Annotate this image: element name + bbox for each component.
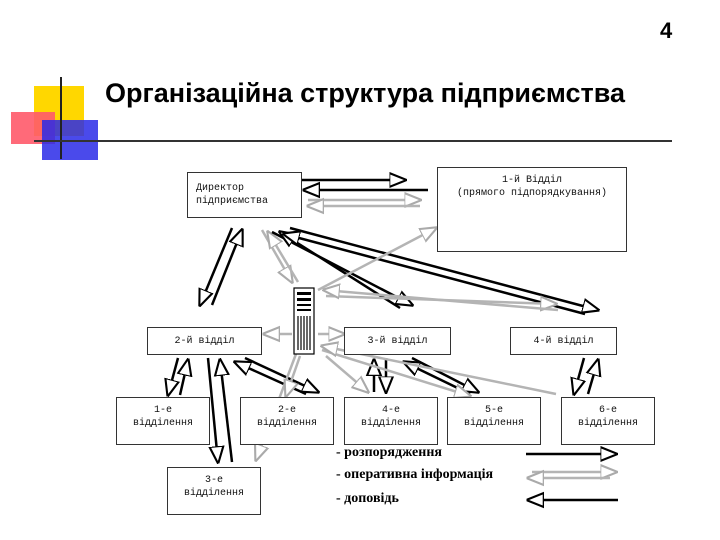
box-dept1: 1-й Відділ (прямого підпорядкування)	[437, 167, 627, 252]
box-dept3: 3-й відділ	[344, 327, 451, 355]
info-server-unit5	[321, 348, 470, 396]
box-dept2-label: 2-й відділ	[174, 335, 235, 347]
legend-info-label: - оперативна інформація	[336, 467, 494, 482]
box-unit4-label: 4-е відділення	[360, 405, 421, 429]
box-unit2-label: 2-е відділення	[256, 405, 317, 429]
box-unit5-label: 5-е відділення	[463, 405, 524, 429]
box-dept4: 4-й відділ	[510, 327, 617, 355]
box-unit2: 2-е відділення	[240, 397, 334, 445]
info-server-director-b	[268, 232, 300, 283]
arrow-dept4-to-director	[284, 234, 586, 316]
arrow-dept4-to-unit6	[574, 357, 584, 394]
slide-number: 4	[660, 18, 673, 43]
arrow-dept2-to-unit2	[244, 356, 318, 392]
arrow-dept2-to-unit1	[168, 357, 178, 395]
arrow-dept2-to-unit3	[206, 357, 218, 462]
box-unit3: 3-е відділення	[167, 467, 261, 515]
box-dept2: 2-й відділ	[147, 327, 262, 355]
info-server-unit4	[325, 355, 368, 392]
box-dept1-label: 1-й Відділ (прямого підпорядкування)	[456, 175, 608, 199]
box-unit4: 4-е відділення	[344, 397, 438, 445]
box-unit6: 6-е відділення	[561, 397, 655, 445]
box-unit3-label: 3-е відділення	[183, 475, 244, 499]
legend-order-label: - розпорядження	[336, 445, 442, 460]
box-dept3-label: 3-й відділ	[367, 335, 428, 347]
arrow-director-to-dept2	[200, 227, 234, 305]
box-director-label: Директор підприємства	[196, 183, 269, 207]
decor-vertical-line	[60, 77, 62, 159]
box-director: Директор підприємства	[187, 172, 302, 218]
server-tower-icon	[293, 287, 315, 355]
info-dept4-server	[324, 290, 559, 312]
arrow-dept2-to-director	[210, 230, 242, 306]
box-unit1-label: 1-е відділення	[132, 405, 193, 429]
arrow-unit3-to-dept2	[220, 360, 234, 463]
page-title: Організаційна структура підприємства	[105, 78, 626, 108]
arrow-unit6-to-dept4	[588, 360, 598, 395]
info-server-dept1	[317, 228, 436, 292]
arrow-unit1-to-dept2	[180, 360, 188, 396]
box-unit1: 1-е відділення	[116, 397, 210, 445]
title-underline	[34, 140, 672, 142]
legend-report-label: - доповідь	[336, 491, 399, 506]
box-unit5: 5-е відділення	[447, 397, 541, 445]
info-server-unit2	[286, 355, 302, 396]
box-unit6-label: 6-е відділення	[577, 405, 638, 429]
box-dept4-label: 4-й відділ	[533, 335, 594, 347]
